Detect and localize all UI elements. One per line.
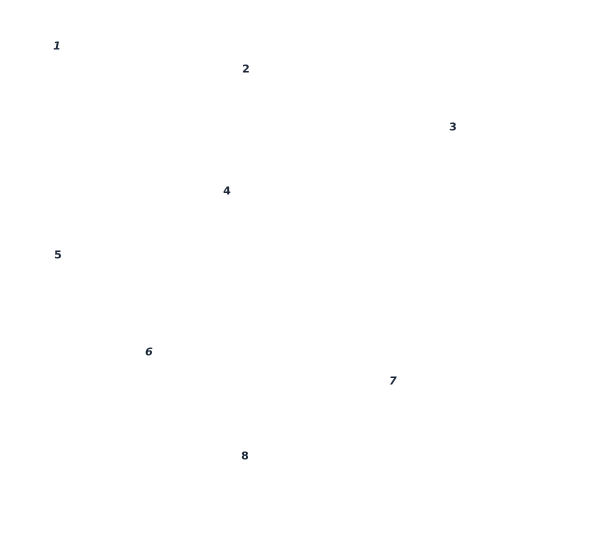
point-label-8[interactable]: 8 <box>241 449 249 463</box>
point-label-2[interactable]: 2 <box>242 62 250 76</box>
point-label-3[interactable]: 3 <box>449 120 457 134</box>
point-label-6[interactable]: 6 <box>145 345 153 359</box>
point-label-4[interactable]: 4 <box>223 184 231 198</box>
point-label-7[interactable]: 7 <box>389 374 397 388</box>
point-label-1[interactable]: 1 <box>53 39 61 53</box>
point-label-5[interactable]: 5 <box>54 248 62 262</box>
